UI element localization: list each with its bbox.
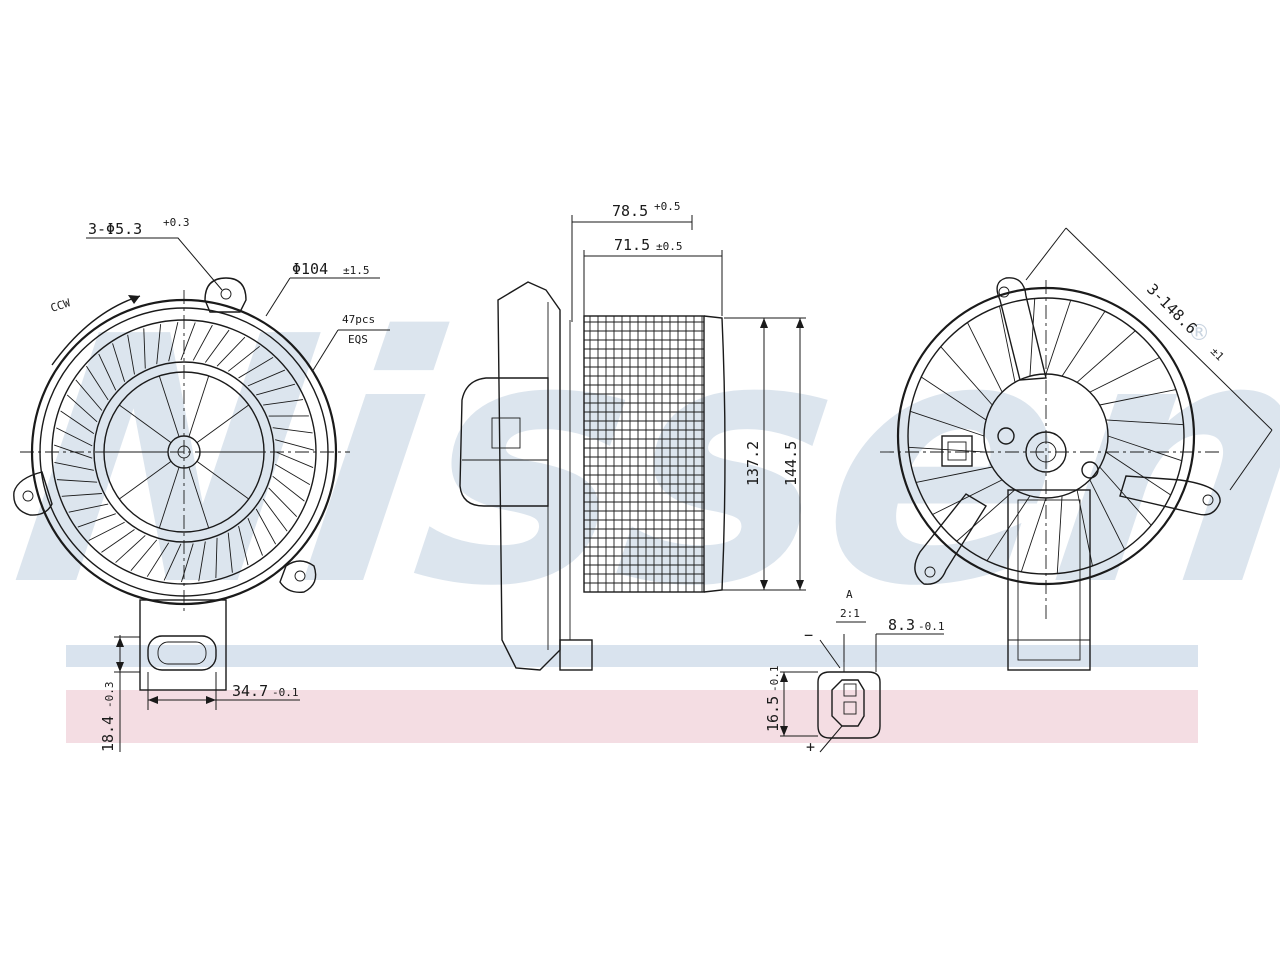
registered-mark: ® <box>1188 321 1210 346</box>
blower-wheel <box>583 315 705 593</box>
mount-holes-tol: +0.3 <box>163 216 190 229</box>
pin-pitch-label: 8.3 <box>888 616 915 634</box>
side-connector <box>559 639 593 671</box>
blades-count-label: 47pcs <box>342 313 375 326</box>
overall-depth-tol: +0.5 <box>654 200 681 213</box>
rear-view <box>880 227 1273 671</box>
pin-plus-label: + <box>806 738 815 756</box>
detail-a-scale: 2:1 <box>840 607 860 620</box>
hub-spokes <box>104 375 264 529</box>
rotation-arrow <box>51 295 141 366</box>
pin-pitch-tol: -0.1 <box>918 620 945 633</box>
housing-height-label: 144.5 <box>782 441 800 486</box>
impeller-blades <box>54 322 315 583</box>
rotation-label: CCW <box>49 296 72 315</box>
watermark-band-pink <box>66 690 1198 743</box>
overall-depth-label: 78.5 <box>612 202 648 220</box>
rear-motor-box <box>1007 489 1091 671</box>
diameter-tol: ±1.5 <box>343 264 370 277</box>
blades-spec-label: EQS <box>348 333 368 346</box>
connector-plug <box>147 635 217 671</box>
mount-holes-label: 3-Φ5.3 <box>88 220 142 238</box>
wheel-depth-label: 71.5 <box>614 236 650 254</box>
connector-width-tol: -0.1 <box>272 686 299 699</box>
motor-body <box>459 377 549 507</box>
rear-connector <box>941 435 973 467</box>
front-view <box>13 237 390 752</box>
rear-ear-top <box>996 277 1047 381</box>
detail-a-housing <box>817 671 881 739</box>
watermark-band-blue <box>66 645 1198 667</box>
pin-span-label: 16.5 <box>764 696 782 732</box>
mount-ear-top <box>204 277 247 313</box>
mount-ear-right <box>279 560 317 593</box>
side-flange <box>497 281 561 671</box>
rear-vanes <box>908 298 1184 574</box>
wheel-ribs <box>584 316 704 592</box>
wheel-depth-tol: ±0.5 <box>656 240 683 253</box>
detail-a-connector <box>780 621 944 753</box>
connector-housing <box>139 599 227 691</box>
rear-ear-right <box>1119 475 1221 516</box>
connector-height-tol: -0.3 <box>103 682 116 709</box>
wheel-end-cap <box>703 315 726 593</box>
diameter-label: Φ104 <box>292 260 328 278</box>
pin-span-tol: -0.1 <box>768 666 781 693</box>
detail-a-label: A <box>846 588 853 601</box>
mount-ear-left <box>13 471 53 516</box>
wheel-height-label: 137.2 <box>744 441 762 486</box>
pin-minus-label: − <box>804 626 813 644</box>
connector-height-label: 18.4 <box>99 716 117 752</box>
rear-ear-left <box>914 493 987 585</box>
side-view <box>459 215 806 671</box>
connector-width-label: 34.7 <box>232 682 268 700</box>
